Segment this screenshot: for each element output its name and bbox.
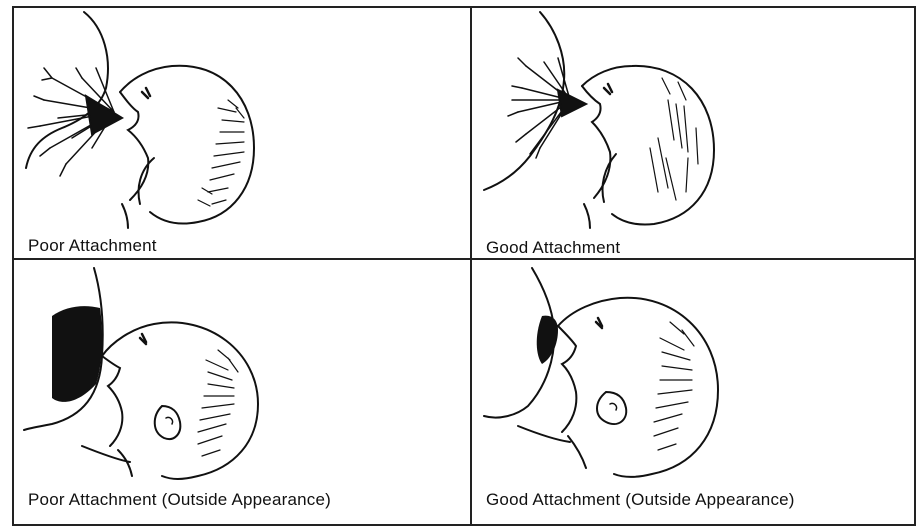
poor-outside-label: Poor Attachment (Outside Appearance) [28, 490, 331, 510]
poor-attachment-label: Poor Attachment [28, 236, 157, 256]
poor-outside-illustration [22, 266, 262, 488]
poor-attachment-illustration [22, 8, 258, 234]
vertical-divider [470, 6, 472, 526]
good-outside-label: Good Attachment (Outside Appearance) [486, 490, 795, 510]
good-outside-illustration [482, 266, 722, 488]
horizontal-divider [12, 258, 916, 260]
good-attachment-illustration [482, 8, 718, 234]
good-attachment-label: Good Attachment [486, 238, 620, 258]
